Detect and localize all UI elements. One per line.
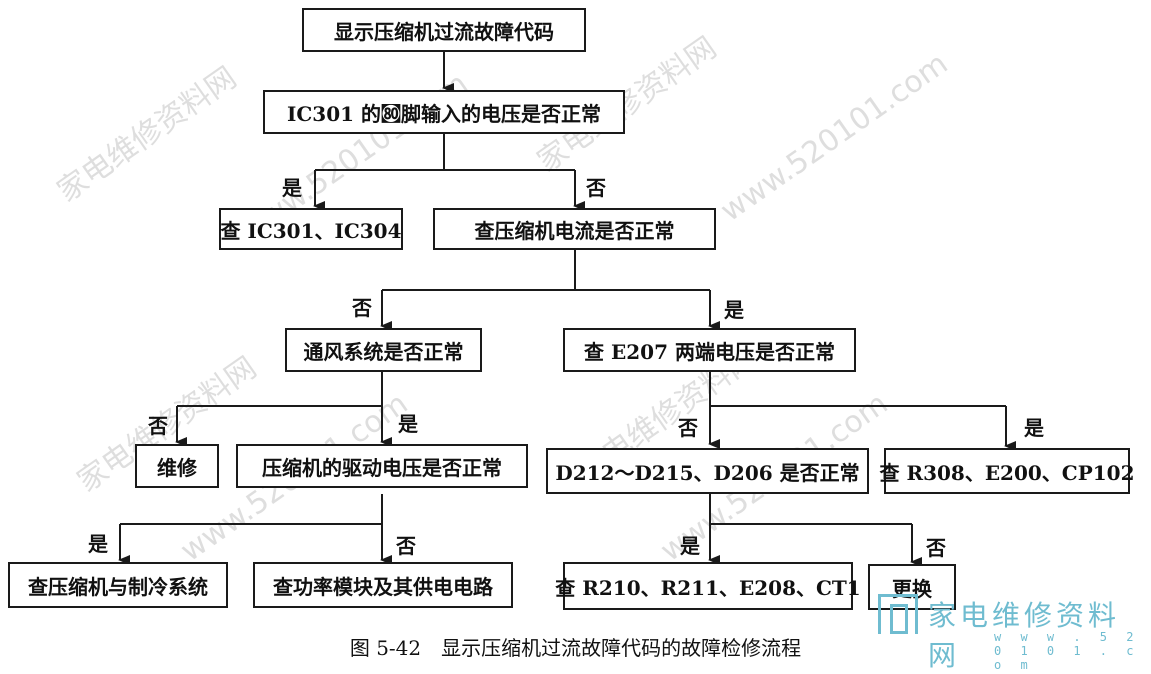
- site-logo: 家电维修资料网 w w w . 5 2 0 1 0 1 . c o m: [872, 590, 1147, 672]
- logo-url: w w w . 5 2 0 1 0 1 . c o m: [994, 630, 1140, 672]
- label-yes: 是: [398, 412, 418, 436]
- node-check-r308-e200-cp102: 查 R308、E200、CP102: [879, 448, 1135, 494]
- node-check-ic301-ic304: 查 IC301、IC304: [219, 208, 403, 250]
- node-check-power-module: 查功率模块及其供电电路: [253, 562, 513, 608]
- figure-caption: 图 5-42 显示压缩机过流故障代码的故障检修流程: [349, 636, 802, 660]
- logo-title: 家电维修资料网: [928, 599, 1121, 672]
- node-show-fault-code: 显示压缩机过流故障代码: [302, 8, 586, 52]
- node-drive-voltage: 压缩机的驱动电压是否正常: [236, 444, 528, 488]
- node-ic301-pin61-voltage: IC301 的㉏脚输入的电压是否正常: [263, 90, 625, 134]
- label-no: 否: [926, 536, 946, 560]
- node-compressor-current: 查压缩机电流是否正常: [433, 208, 716, 250]
- label-no: 否: [678, 416, 698, 440]
- label-no: 否: [396, 534, 416, 558]
- node-d212-d215-d206: D212～D215、D206 是否正常: [546, 448, 869, 494]
- node-repair: 维修: [135, 444, 219, 488]
- logo-icon: [878, 594, 918, 634]
- label-yes: 是: [88, 532, 108, 556]
- node-check-compressor-refrigeration: 查压缩机与制冷系统: [8, 562, 228, 608]
- node-check-r210-r211-e208-ct1: 查 R210、R211、E208、CT1: [555, 562, 861, 610]
- label-yes: 是: [1024, 416, 1044, 440]
- logo-icon-inner: [890, 604, 908, 634]
- node-e207-voltage: 查 E207 两端电压是否正常: [563, 328, 856, 372]
- label-no: 否: [352, 296, 372, 320]
- label-no: 否: [148, 414, 168, 438]
- node-ventilation-system: 通风系统是否正常: [285, 328, 482, 372]
- label-no: 否: [586, 176, 606, 200]
- label-yes: 是: [680, 534, 700, 558]
- label-yes: 是: [724, 298, 744, 322]
- label-yes: 是: [282, 176, 302, 200]
